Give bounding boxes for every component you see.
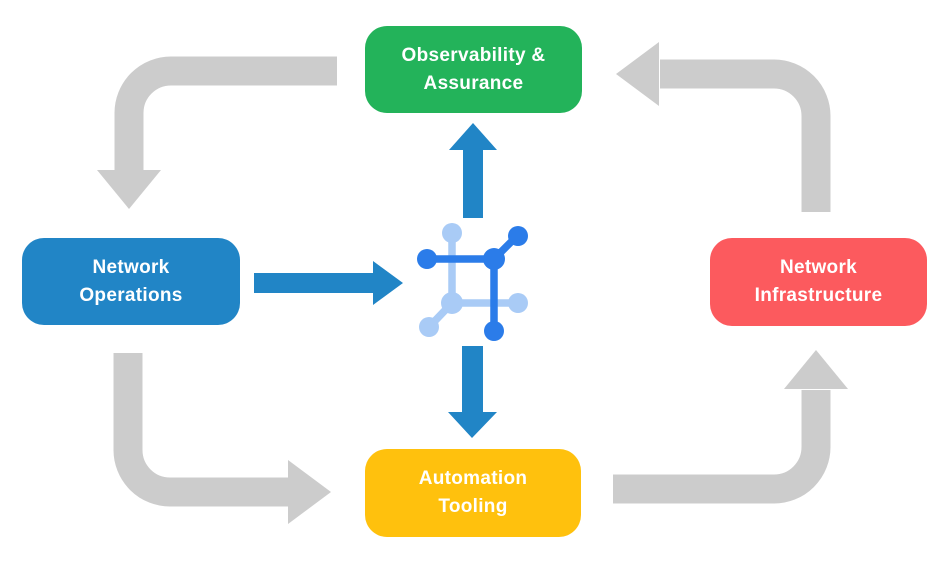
icon-node-bottom-left (441, 292, 463, 314)
icon-node-diag-bottom-left (419, 317, 439, 337)
node-automation-tooling: Automation Tooling (365, 449, 581, 537)
node-label-operations: Network Operations (79, 256, 183, 306)
arrow-infrastructure-to-observability (616, 42, 831, 212)
arrow-automation-to-infrastructure (613, 350, 848, 504)
icon-node-right (508, 293, 528, 313)
node-network-infrastructure: Network Infrastructure (710, 238, 927, 326)
icon-node-top-right (483, 248, 505, 270)
icon-node-top (442, 223, 462, 243)
network-mesh-icon (417, 223, 528, 341)
node-label-infrastructure: Network Infrastructure (754, 257, 883, 306)
arrow-shaft (114, 56, 337, 171)
arrow-center-to-automation (448, 346, 497, 438)
arrow-shaft (113, 353, 289, 507)
node-label-automation: Automation Tooling (418, 468, 528, 517)
arrow-head-left (616, 42, 659, 106)
arrow-head-up (784, 350, 848, 389)
node-label-observability: Observability & Assurance (401, 44, 546, 94)
arrow-operations-to-automation (113, 353, 331, 524)
arrow-head-down (97, 170, 161, 209)
icon-node-bottom (484, 321, 504, 341)
arrow-center-to-observability (449, 123, 497, 218)
arrow-observability-to-operations (97, 56, 337, 209)
icon-node-left (417, 249, 437, 269)
arrow-head-right (288, 460, 331, 524)
arrow-shaft (660, 59, 831, 212)
node-observability-assurance: Observability & Assurance (365, 26, 582, 113)
node-network-operations: Network Operations (22, 238, 240, 325)
icon-node-diag-top-right (508, 226, 528, 246)
arrow-shaft (613, 390, 831, 504)
arrow-operations-to-center (254, 261, 403, 305)
